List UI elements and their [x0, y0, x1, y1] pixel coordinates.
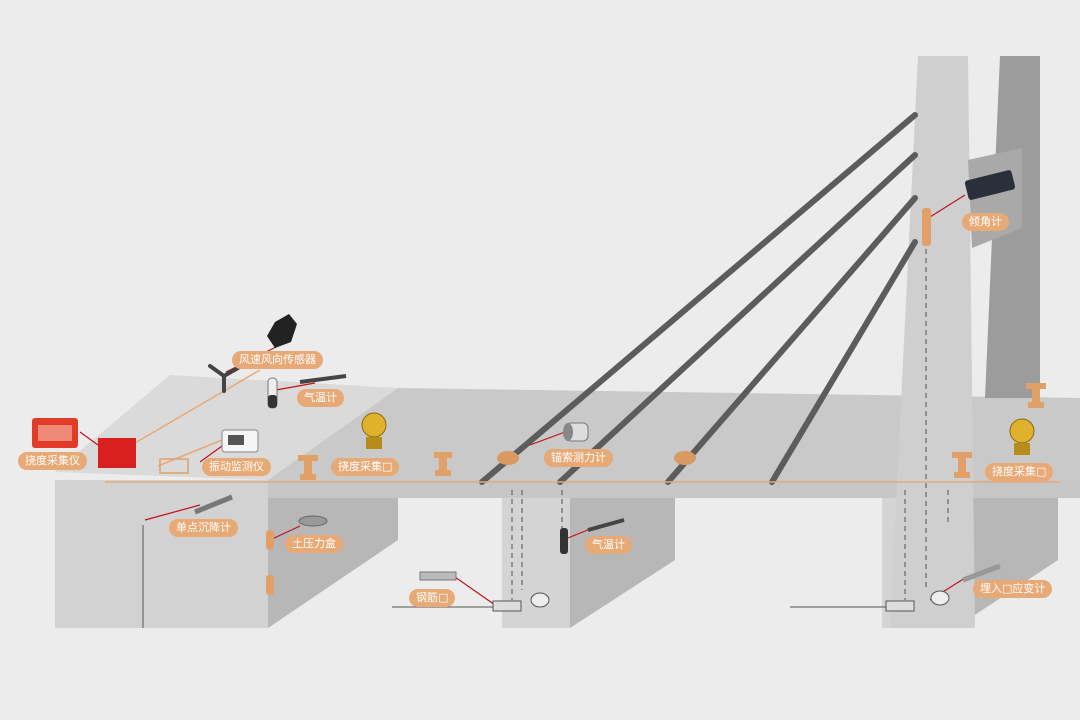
label-rebar-meter: 钢筋□ — [409, 589, 456, 607]
label-deflection-collector-right: 挠度采集□ — [985, 463, 1054, 481]
deck-side — [268, 480, 1080, 498]
inclinometer-icon — [964, 170, 1016, 200]
label-vibration-monitor: 振动监测仪 — [202, 458, 271, 476]
thermometer-icon — [267, 374, 625, 554]
abutment-side-face — [268, 480, 398, 628]
rebar-meter-icon — [419, 571, 915, 612]
deflection-points — [159, 383, 1046, 480]
wall-sensors — [266, 208, 931, 595]
label-cable-force-meter: 锚索测力计 — [544, 449, 613, 467]
abutment-front-face — [55, 480, 268, 628]
embedded-wiring — [511, 240, 949, 600]
stay-cables — [479, 112, 918, 485]
label-deflection-collector-left: 挠度采集仪 — [18, 452, 87, 470]
deck-top — [268, 388, 1080, 480]
pier-1-front — [502, 495, 570, 628]
wind-vane-icon — [208, 314, 297, 393]
label-air-temp-pier: 气温计 — [585, 536, 632, 554]
label-settlement-meter: 单点沉降计 — [169, 519, 238, 537]
label-wind-sensor: 风速风向传感器 — [232, 351, 323, 369]
cable-collar-1 — [497, 451, 519, 465]
ground-lines — [142, 525, 888, 628]
cable-collar-2 — [674, 451, 696, 465]
vibration-monitor-icon — [221, 429, 259, 453]
label-tilt-meter: 倾角计 — [962, 213, 1009, 231]
data-logger-icon — [32, 418, 136, 468]
label-deflection-collector-mid: 挠度采集□ — [331, 458, 400, 476]
strain-gauge-icon — [530, 563, 1001, 608]
earth-pressure-cell-icon — [298, 515, 328, 527]
label-earth-pressure-cell: 土压力盒 — [285, 535, 343, 553]
pier-1-side — [570, 495, 675, 628]
cable-force-sensor-icon — [563, 422, 589, 442]
settlement-sensor-icon — [194, 494, 233, 515]
label-air-temp-top: 气温计 — [297, 389, 344, 407]
tower-front-leg — [890, 56, 975, 628]
label-strain-gauge: 埋入□应变计 — [973, 580, 1053, 598]
signal-cables — [105, 369, 1060, 483]
pressure-transmitter-icon — [361, 412, 1035, 455]
